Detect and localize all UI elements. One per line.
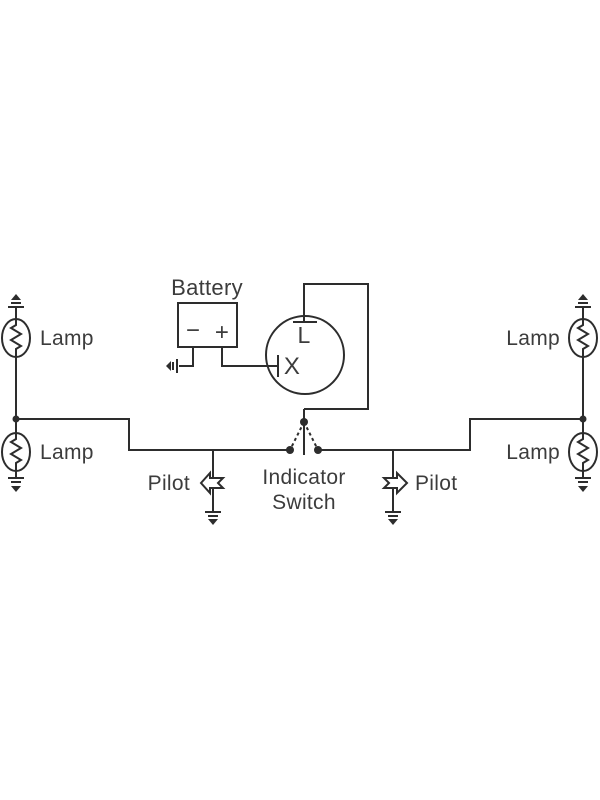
battery-negative-sign: −: [186, 317, 200, 344]
ground-tip-battery: [166, 361, 171, 371]
ground-tip-bottom-left: [11, 486, 21, 492]
switch-left-contact-dot: [286, 446, 294, 454]
pilot-arrow-right-icon: [381, 470, 409, 496]
terminal-l-label: L: [297, 322, 310, 348]
junction-dot-left: [12, 415, 20, 423]
indicator-switch-label-line2: Switch: [272, 491, 336, 514]
ground-bars-bottom-left: [8, 477, 24, 483]
pilot-label-right: Pilot: [415, 472, 457, 495]
filled-marks: [11, 294, 588, 525]
lamp-filament-top-left: [9, 319, 23, 357]
lamp-label-top-left: Lamp: [40, 327, 94, 350]
lamp-filament-bottom-left: [9, 433, 23, 471]
ground-bars-pilot-left: [205, 511, 221, 517]
battery-positive-sign: +: [215, 319, 229, 346]
ground-bars-bottom-right: [575, 477, 591, 483]
wire-battery-positive-to-flasher: [221, 347, 278, 367]
lamp-filament-top-right: [576, 319, 590, 357]
ground-tip-pilot-left: [208, 519, 218, 525]
ground-tip-pilot-right: [388, 519, 398, 525]
lamp-label-top-right: Lamp: [506, 327, 560, 350]
battery-box: [177, 302, 238, 348]
ground-bars-top-right: [575, 302, 591, 308]
ground-tip-top-right: [578, 294, 588, 300]
wiring: [8, 283, 591, 517]
switch-throw-right: [303, 421, 319, 451]
ground-bars-top-left: [8, 302, 24, 308]
ground-bars-pilot-right: [385, 511, 401, 517]
switch-throw-left: [289, 421, 305, 451]
pilot-arrow-left-icon: [199, 470, 226, 496]
indicator-switch-label-line1: Indicator: [262, 466, 345, 489]
junction-dot-right: [579, 415, 587, 423]
wire-flasher-loop: [303, 283, 369, 410]
wire-left-bus: [16, 418, 290, 451]
switch-common-dot: [300, 418, 308, 426]
ground-tip-bottom-right: [578, 486, 588, 492]
ground-tip-top-left: [11, 294, 21, 300]
lamp-filament-bottom-right: [576, 433, 590, 471]
lamp-label-bottom-right: Lamp: [506, 441, 560, 464]
switch-throws: [289, 421, 319, 451]
battery-label: Battery: [171, 275, 243, 300]
wire-battery-negative-to-ground: [179, 347, 194, 367]
ground-bars-battery: [172, 359, 178, 373]
lamp-filaments: [9, 319, 590, 471]
pilot-arrows: [199, 470, 409, 496]
terminal-x-label: X: [284, 353, 300, 380]
lamp-label-bottom-left: Lamp: [40, 441, 94, 464]
pilot-label-left: Pilot: [148, 472, 190, 495]
labels: Battery − + L X Lamp Lamp Lamp Lamp Pilo…: [40, 275, 560, 514]
switch-right-contact-dot: [314, 446, 322, 454]
